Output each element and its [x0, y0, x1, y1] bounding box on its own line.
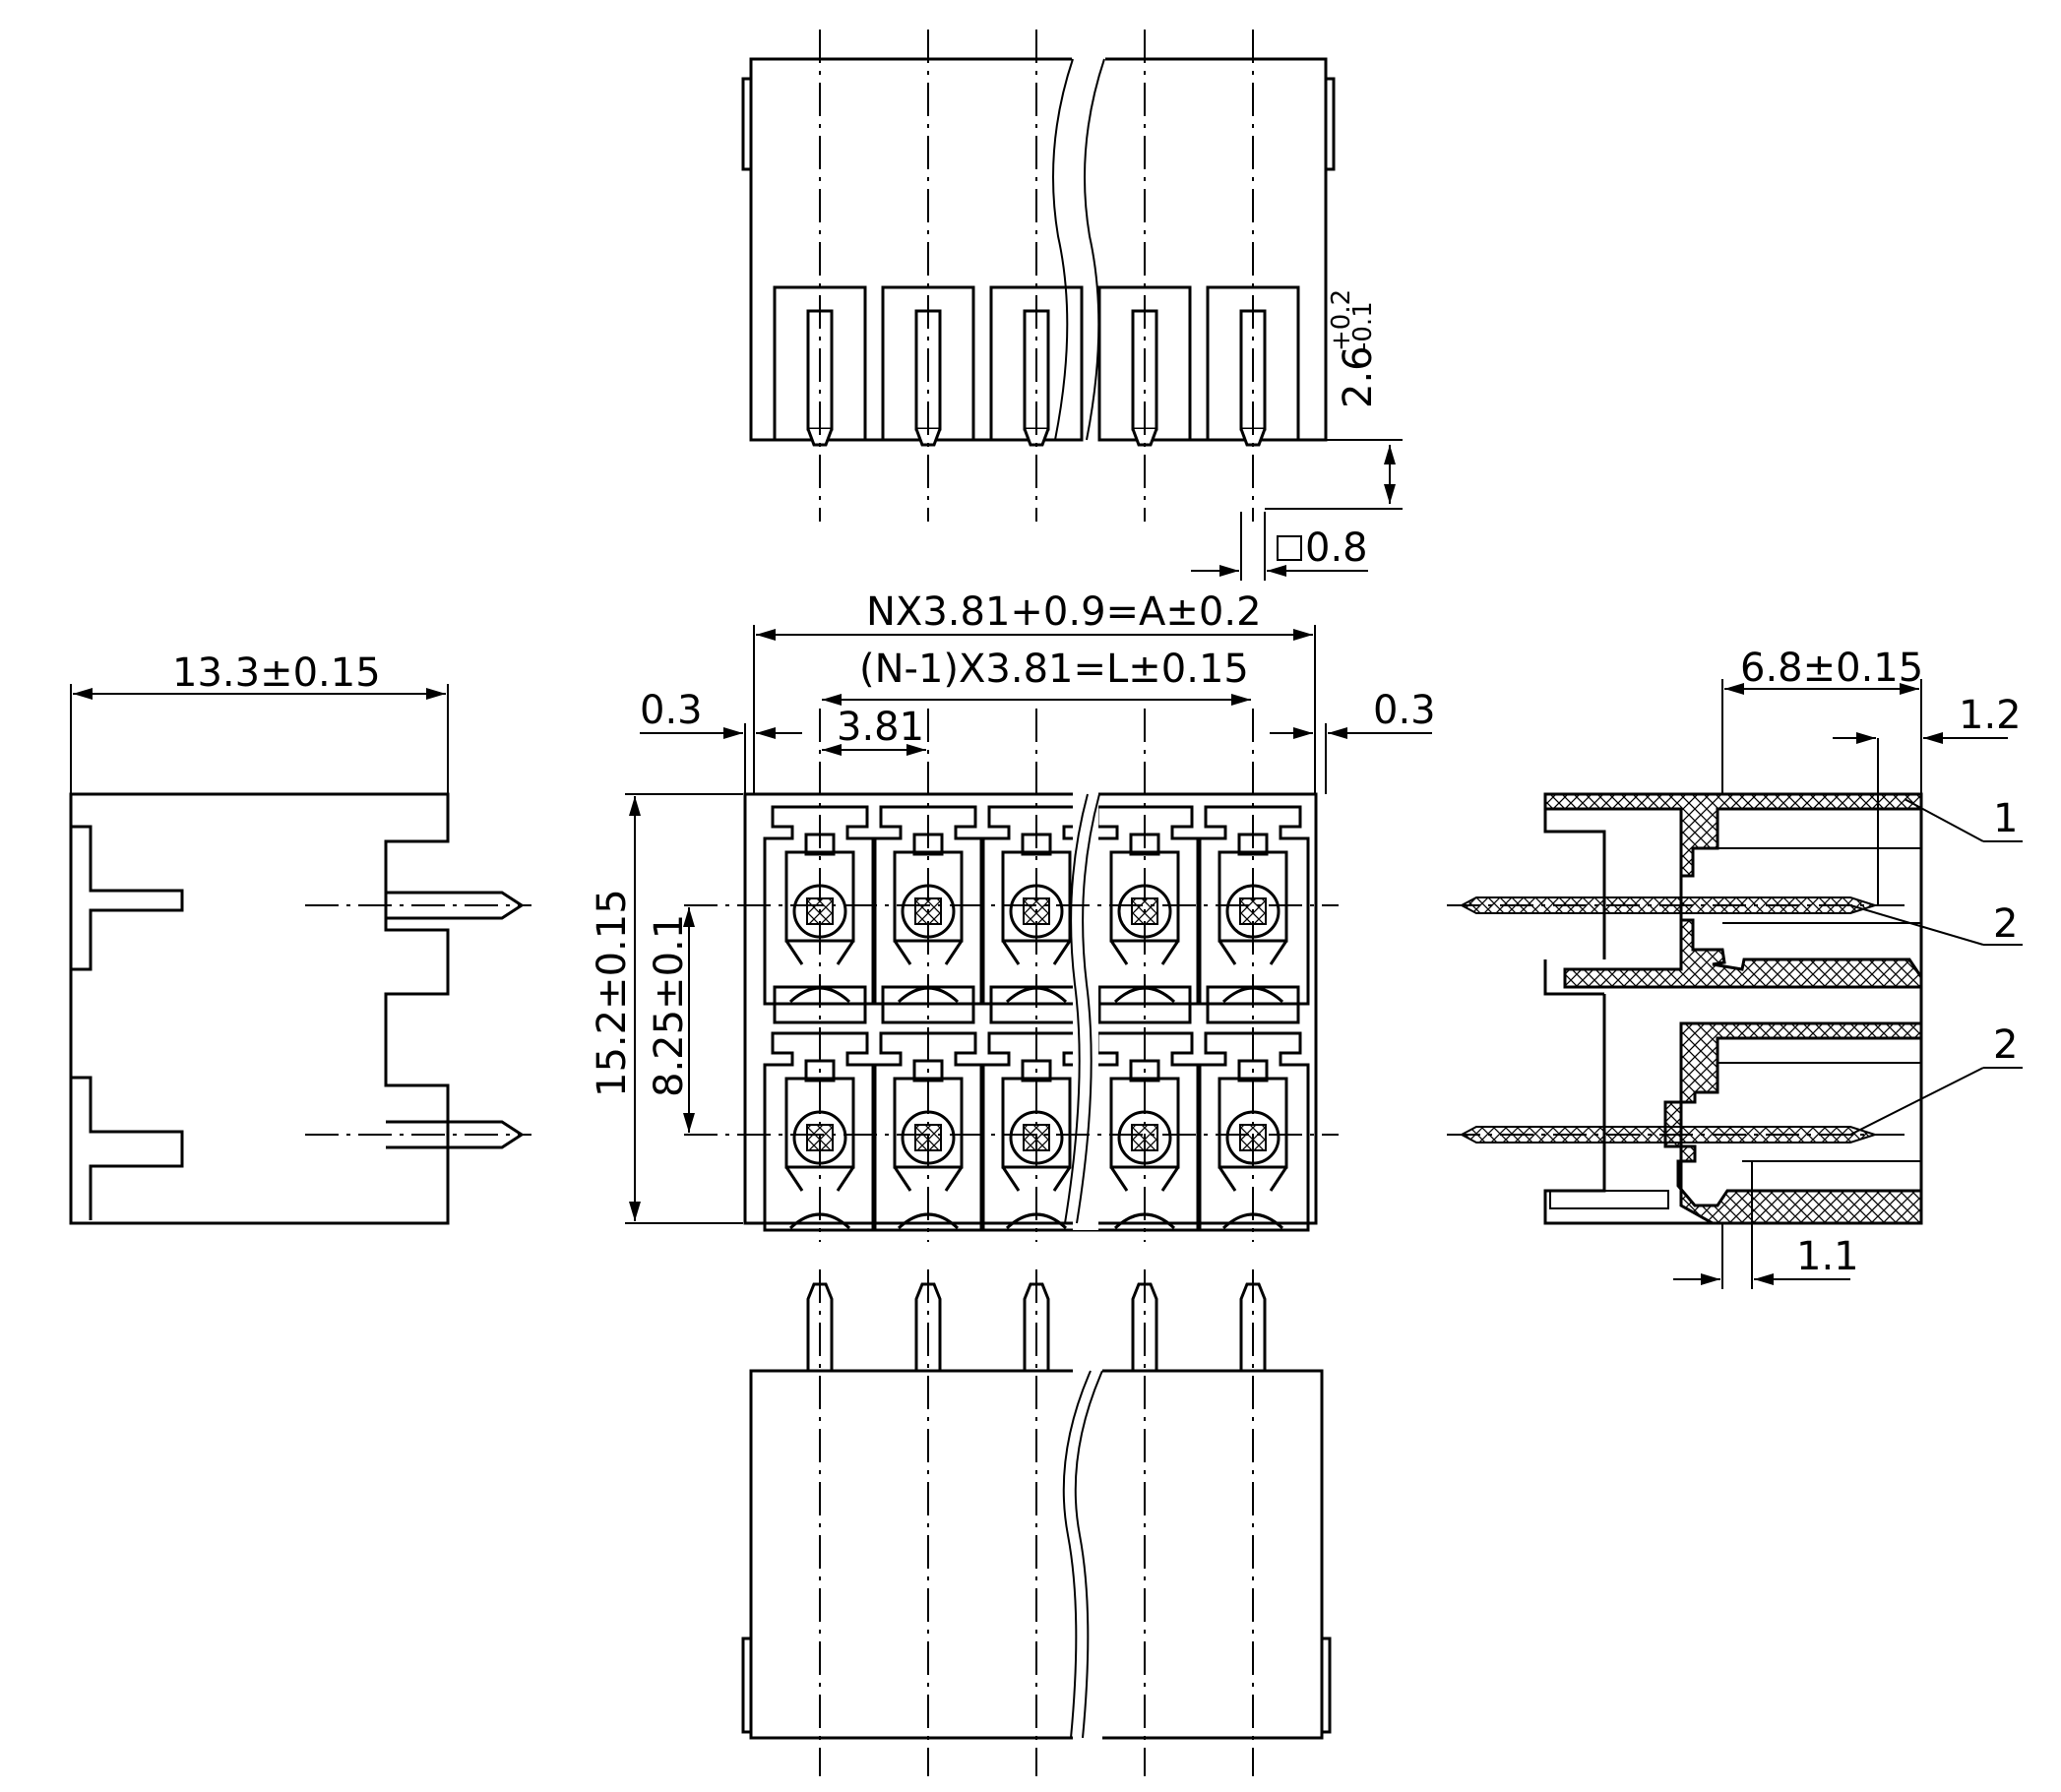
pin-square-label: 0.8 — [1305, 525, 1368, 571]
height-label: 15.2±0.15 — [590, 889, 635, 1097]
pin-length-label: 2.6 — [1336, 345, 1381, 408]
callout-1: 1 — [1993, 796, 2018, 841]
offset-1-2-label: 1.2 — [1959, 693, 2022, 738]
pitch-length-label: (N-1)X3.81=L±0.15 — [859, 647, 1249, 692]
row-spacing-label: 8.25±0.1 — [647, 914, 692, 1097]
pitch-label: 3.81 — [837, 705, 924, 750]
width-13-3-label: 13.3±0.15 — [172, 650, 381, 696]
pin-length-tol-minus: -0.1 — [1348, 301, 1378, 351]
offset-1-1-label: 1.1 — [1796, 1234, 1859, 1279]
gap-left-label: 0.3 — [640, 688, 703, 733]
gap-right-label: 0.3 — [1373, 688, 1436, 733]
pin-length-tol-plus: +0.2 — [1327, 289, 1356, 351]
total-width-label: NX3.81+0.9=A±0.2 — [866, 589, 1262, 635]
top-view: 2.6 +0.2 -0.1 0.8 — [741, 30, 1403, 581]
callout-2-lower: 2 — [1993, 1022, 2018, 1068]
left-side-view: 13.3±0.15 — [69, 650, 531, 1225]
front-view: NX3.81+0.9=A±0.2 (N-1)X3.81=L±0.15 3.81 … — [590, 589, 1436, 1242]
depth-label: 6.8±0.15 — [1740, 646, 1923, 691]
callout-2-upper: 2 — [1993, 901, 2018, 947]
bottom-view — [741, 1269, 1332, 1776]
section-view: 6.8±0.15 1.2 1.1 1 2 2 — [1447, 646, 2023, 1289]
